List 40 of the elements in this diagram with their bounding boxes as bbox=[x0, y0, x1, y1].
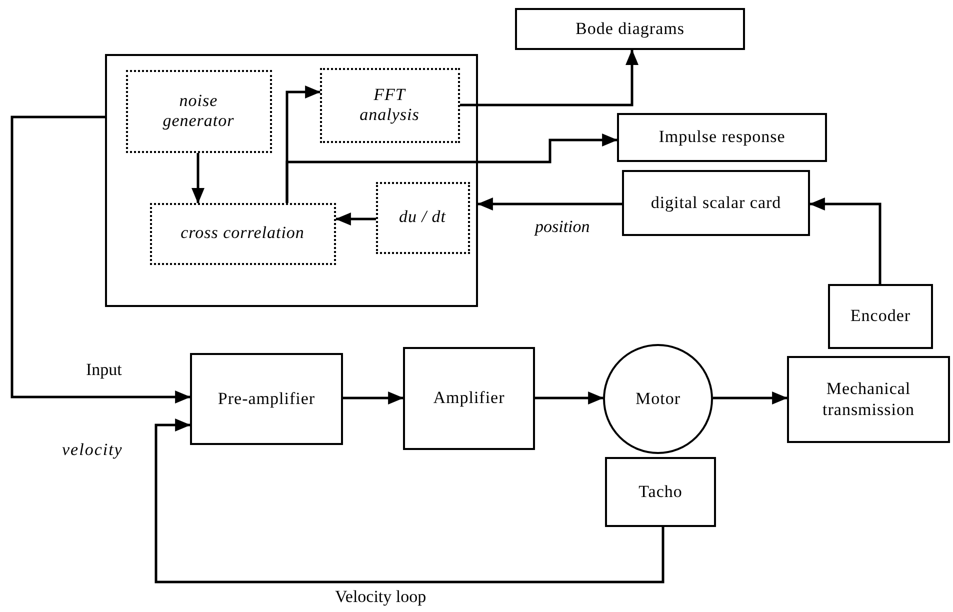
function-block bbox=[376, 182, 470, 254]
arrow bbox=[460, 49, 638, 106]
node-label: FFT analysis bbox=[358, 84, 420, 126]
arrow bbox=[535, 392, 604, 404]
signal-label: velocity bbox=[62, 440, 123, 460]
arrow bbox=[154, 418, 664, 584]
node-label: Mechanical transmission bbox=[822, 379, 916, 420]
arrow bbox=[809, 198, 882, 284]
function-block bbox=[320, 68, 460, 142]
node-label: Motor bbox=[636, 388, 680, 410]
function-block bbox=[126, 70, 272, 152]
node-label: Impulse response bbox=[658, 127, 786, 148]
computer-box bbox=[105, 54, 478, 307]
motor-circle bbox=[603, 344, 713, 454]
process-box bbox=[190, 353, 343, 445]
process-box bbox=[605, 457, 716, 527]
arrow bbox=[192, 153, 204, 204]
node-label: Tacho bbox=[638, 482, 682, 502]
node-label: du / dt bbox=[399, 207, 446, 228]
node-label: noise generator bbox=[162, 90, 236, 132]
edge-label: Velocity loop bbox=[333, 587, 428, 607]
arrow bbox=[10, 116, 191, 404]
arrow bbox=[343, 392, 404, 404]
arrow bbox=[335, 212, 376, 226]
output-box bbox=[515, 8, 745, 50]
process-box bbox=[403, 347, 535, 450]
node-label: Bode diagrams bbox=[576, 18, 684, 40]
arrow bbox=[286, 134, 618, 203]
arrow bbox=[713, 392, 788, 404]
arrow bbox=[477, 198, 622, 210]
output-box bbox=[617, 113, 827, 162]
node-label: Encoder bbox=[850, 306, 911, 327]
node-label: digital scalar card bbox=[650, 192, 782, 214]
function-block bbox=[150, 202, 336, 264]
process-box bbox=[828, 284, 933, 349]
process-box bbox=[787, 356, 950, 443]
node-label: Pre-amplifier bbox=[218, 388, 316, 410]
process-box bbox=[622, 170, 810, 236]
node-label: Amplifier bbox=[433, 388, 505, 409]
node-label: cross correlation bbox=[180, 223, 304, 244]
